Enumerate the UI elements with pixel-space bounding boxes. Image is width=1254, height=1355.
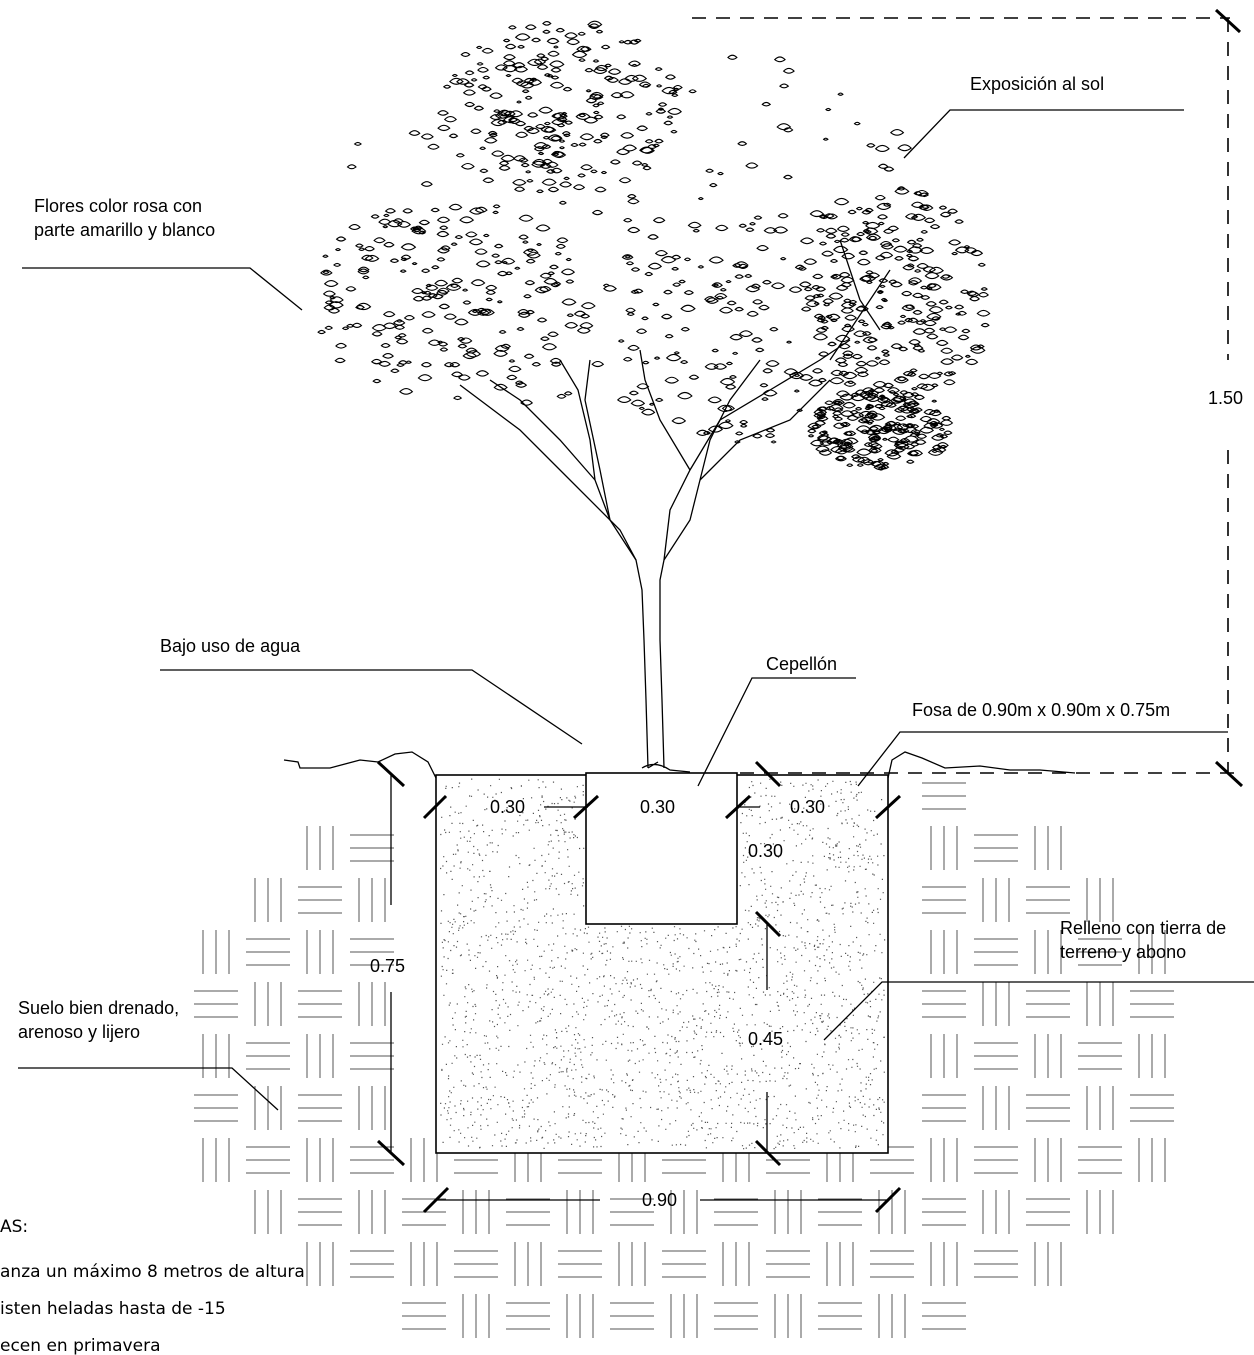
leader-sun (903, 109, 1184, 159)
dim-rootball-width: 0.30 (640, 797, 675, 817)
dim-pit-width: 0.90 (642, 1190, 677, 1210)
dim-pit-depth: 0.75 (370, 956, 405, 976)
leader-flowers (22, 267, 303, 311)
leader-soil (18, 1067, 279, 1111)
note-item-1: anza un máximo 8 metros de altura (0, 1262, 305, 1282)
height-tick-top (1214, 8, 1242, 34)
soil-hatch-pattern (194, 782, 1174, 1338)
tick-pit-bottom-right (754, 1139, 782, 1167)
dim-right-gap: 0.30 (790, 797, 825, 817)
dim-below-rootball: 0.45 (748, 1029, 783, 1049)
notes-heading: AS: (0, 1217, 28, 1237)
height-tick-bottom (1214, 760, 1244, 788)
dim-rootball-depth: 0.30 (748, 841, 783, 861)
label-flowers-line2: parte amarillo y blanco (34, 220, 215, 240)
tick-pit-left-top (422, 794, 448, 820)
dim-height: 1.50 (1208, 388, 1243, 408)
leader-pit (857, 731, 1228, 787)
ground-line-right (887, 751, 1076, 779)
label-soil-line1: Suelo bien drenado, (18, 998, 179, 1018)
dim-left-gap: 0.30 (490, 797, 525, 817)
label-water: Bajo uso de agua (160, 636, 301, 656)
leader-rootball (697, 677, 856, 787)
label-rootball: Cepellón (766, 654, 837, 674)
label-pit: Fosa de 0.90m x 0.90m x 0.75m (912, 700, 1170, 720)
leader-water (160, 669, 583, 745)
tree-trunk (459, 239, 891, 773)
label-flowers-line1: Flores color rosa con (34, 196, 202, 216)
fill-stipple-dots (440, 778, 886, 1150)
fill-soil-stipple (440, 778, 886, 1150)
label-sun: Exposición al sol (970, 74, 1104, 94)
tick-rootball-bottom (754, 910, 782, 938)
rootball (585, 772, 738, 925)
label-soil-line2: arenoso y lijero (18, 1022, 140, 1042)
label-fill-line2: terreno y abono (1060, 942, 1186, 962)
tick-rootball-top-right (754, 760, 782, 788)
note-item-3: ecen en primavera (0, 1336, 161, 1355)
ground-line-left (283, 751, 437, 779)
note-item-2: isten heladas hasta de -15 (0, 1299, 226, 1319)
canopy-leaves (317, 20, 991, 471)
leader-fill (823, 981, 1254, 1041)
tick-pit-right-top (874, 794, 902, 820)
label-fill-line1: Relleno con tierra de (1060, 918, 1226, 938)
tree-canopy (317, 20, 991, 471)
